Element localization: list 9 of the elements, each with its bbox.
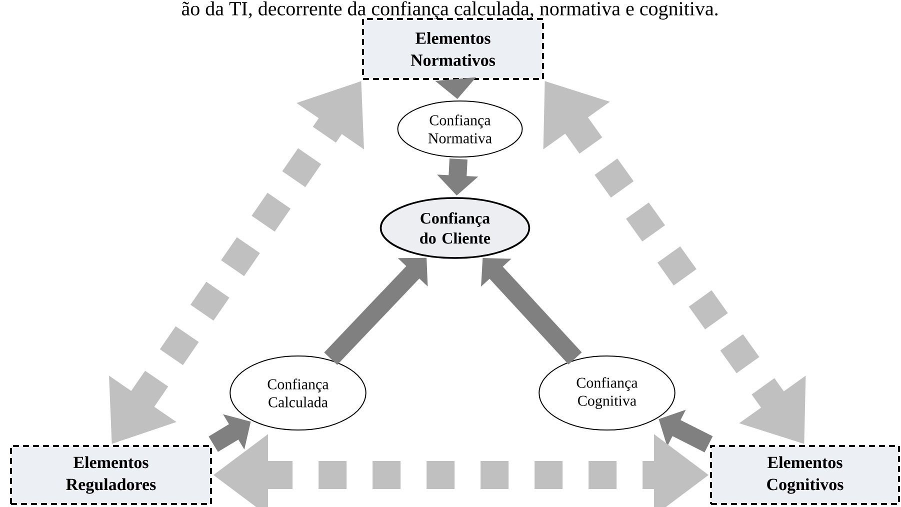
ellipse-node: Confiança Calculada	[230, 356, 366, 430]
dashed-box: Elementos Reguladores	[10, 445, 212, 505]
caption-text: ão da TI, decorrente da confiança calculada, normativa e cognitiva.	[182, 1, 718, 20]
ellipse-node: Confiança Normativa	[397, 100, 523, 158]
ellipse-node: Confiança Cognitiva	[538, 356, 676, 430]
ellipse-node: Confiança do Cliente	[380, 197, 530, 259]
dashed-box: Elementos Normativos	[362, 18, 544, 80]
dashed-box: Elementos Cognitivos	[710, 445, 900, 505]
block-arrow	[481, 258, 582, 365]
